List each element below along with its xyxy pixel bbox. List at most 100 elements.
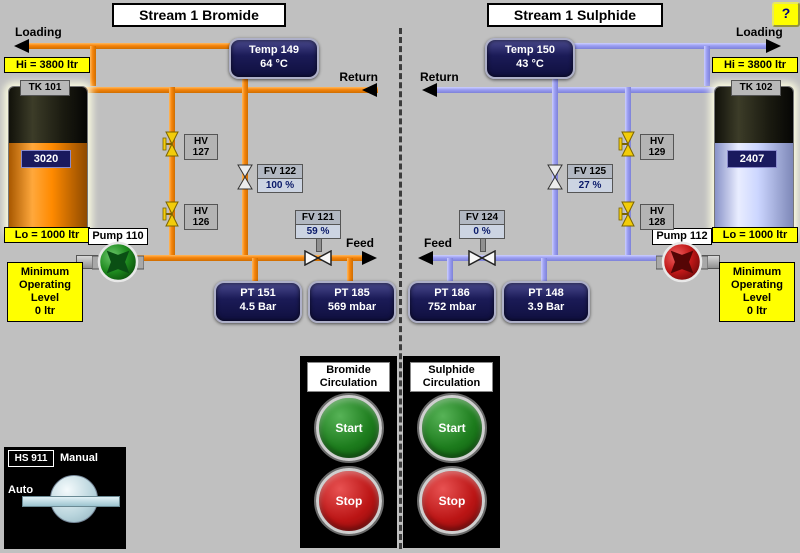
bromide-stop-button[interactable]: Stop [316, 468, 382, 534]
tk101-lo-alarm-label: Lo = 1000 ltr [4, 227, 90, 243]
bromide-feed-pipe [100, 255, 362, 261]
min-level-line: Operating [19, 279, 71, 291]
fv124-position-value: 0 % [459, 225, 505, 239]
tk102-min-level-box: Minimum Operating Level 0 ltr [719, 262, 795, 322]
sulphide-feed-label: Feed [424, 236, 453, 250]
min-level-line: Minimum [20, 266, 70, 278]
tk102-hi-alarm-label: Hi = 3800 ltr [712, 57, 798, 73]
hv126-valve-icon[interactable] [162, 201, 182, 232]
sulphide-return-arrow-icon [422, 83, 437, 97]
fv124-butterfly-valve-icon[interactable] [468, 249, 496, 271]
hv129-valve-icon[interactable] [618, 131, 638, 162]
fv124-label[interactable]: FV 124 0 % [459, 210, 505, 239]
temp150-value: 43 °C [516, 58, 544, 70]
bromide-start-button[interactable]: Start [316, 395, 382, 461]
fv125-position-value: 27 % [567, 179, 613, 193]
pt185-name: PT 185 [334, 287, 370, 299]
pump110-icon[interactable] [91, 240, 145, 291]
tk101-level-value: 3020 [21, 150, 71, 168]
tk101-min-level-box: Minimum Operating Level 0 ltr [7, 262, 83, 322]
tk101-name-label: TK 101 [20, 80, 70, 96]
sulphide-return-pipe [436, 87, 716, 93]
sulphide-circulation-panel: Sulphide Circulation Start Stop [403, 356, 500, 548]
sulphide-title: Stream 1 Sulphide [487, 3, 663, 27]
sulphide-feed-pipe [432, 255, 684, 261]
bromide-circulation-label: Bromide Circulation [307, 362, 390, 392]
hv129-label: HV 129 [640, 134, 674, 160]
tk102-name-label: TK 102 [731, 80, 781, 96]
bromide-feed-arrow-icon [362, 251, 377, 265]
sulphide-circulation-label: Sulphide Circulation [410, 362, 493, 392]
hs911-name-label: HS 911 [8, 450, 54, 467]
bromide-hv-riser-pipe [169, 87, 175, 261]
sulphide-loading-arrow-icon [766, 39, 781, 53]
hs911-switch-handle[interactable] [22, 496, 120, 507]
fv121-label[interactable]: FV 121 59 % [295, 210, 341, 239]
pt185-display: PT 185 569 mbar [308, 281, 396, 323]
panel-label-line: Circulation [319, 377, 378, 389]
pt185-value: 569 mbar [327, 301, 377, 313]
pt148-value: 3.9 Bar [527, 301, 565, 313]
center-divider [399, 28, 402, 549]
temp149-value: 64 °C [260, 58, 288, 70]
panel-label-line: Circulation [422, 377, 481, 389]
tk102-headspace [715, 87, 793, 143]
bromide-fv-riser-pipe [242, 46, 248, 261]
tk101-headspace [9, 87, 87, 143]
hv127-label: HV 127 [184, 134, 218, 160]
pt186-stub-pipe [447, 258, 453, 282]
sulphide-feed-arrow-icon [418, 251, 433, 265]
pump112-icon[interactable] [655, 240, 709, 291]
hs911-auto-label: Auto [8, 484, 34, 496]
fv122-label[interactable]: FV 122 100 % [257, 164, 303, 193]
bromide-return-label: Return [339, 70, 378, 84]
fv125-label[interactable]: FV 125 27 % [567, 164, 613, 193]
bromide-title: Stream 1 Bromide [112, 3, 286, 27]
tk102-lo-alarm-label: Lo = 1000 ltr [712, 227, 798, 243]
tk101-hi-alarm-label: Hi = 3800 ltr [4, 57, 90, 73]
hs911-manual-label: Manual [60, 452, 98, 464]
temp149-name: Temp 149 [249, 44, 299, 56]
tk102-level-value: 2407 [727, 150, 777, 168]
sulphide-fv-riser-pipe [552, 46, 558, 261]
bromide-loading-label: Loading [15, 25, 62, 39]
hs911-panel: HS 911 Manual Auto [4, 447, 126, 549]
bromide-loading-arrow-icon [14, 39, 29, 53]
hv127-valve-icon[interactable] [162, 131, 182, 162]
bromide-loading-pipe [28, 43, 248, 49]
sulphide-stop-button[interactable]: Stop [419, 468, 485, 534]
min-level-line: Operating [731, 279, 783, 291]
sulphide-loading-label: Loading [736, 25, 783, 39]
bromide-feed-label: Feed [346, 236, 375, 250]
fv125-valve-icon[interactable] [545, 164, 565, 195]
sulphide-tank-fill-pipe [704, 46, 710, 86]
min-level-line: 0 ltr [34, 305, 56, 317]
fv121-name: FV 121 [295, 210, 341, 225]
fv121-position-value: 59 % [295, 225, 341, 239]
panel-label-line: Sulphide [428, 364, 475, 376]
min-level-line: Minimum [732, 266, 782, 278]
pt186-display: PT 186 752 mbar [408, 281, 496, 323]
pt186-name: PT 186 [434, 287, 470, 299]
fv121-butterfly-valve-icon[interactable] [304, 249, 332, 271]
pt151-name: PT 151 [240, 287, 276, 299]
pt186-value: 752 mbar [427, 301, 477, 313]
pt151-display: PT 151 4.5 Bar [214, 281, 302, 323]
sulphide-start-button[interactable]: Start [419, 395, 485, 461]
pt148-name: PT 148 [528, 287, 564, 299]
pt148-display: PT 148 3.9 Bar [502, 281, 590, 323]
fv124-name: FV 124 [459, 210, 505, 225]
pt185-stub-pipe [347, 258, 353, 282]
hv126-label: HV 126 [184, 204, 218, 230]
panel-label-line: Bromide [326, 364, 371, 376]
hv128-valve-icon[interactable] [618, 201, 638, 232]
help-button[interactable]: ? [772, 2, 800, 27]
sulphide-loading-pipe [552, 43, 768, 49]
fv122-valve-icon[interactable] [235, 164, 255, 195]
bromide-return-arrow-icon [362, 83, 377, 97]
hv128-label: HV 128 [640, 204, 674, 230]
pt151-value: 4.5 Bar [239, 301, 277, 313]
bromide-return-pipe [84, 87, 378, 93]
temp149-display: Temp 149 64 °C [229, 38, 319, 79]
